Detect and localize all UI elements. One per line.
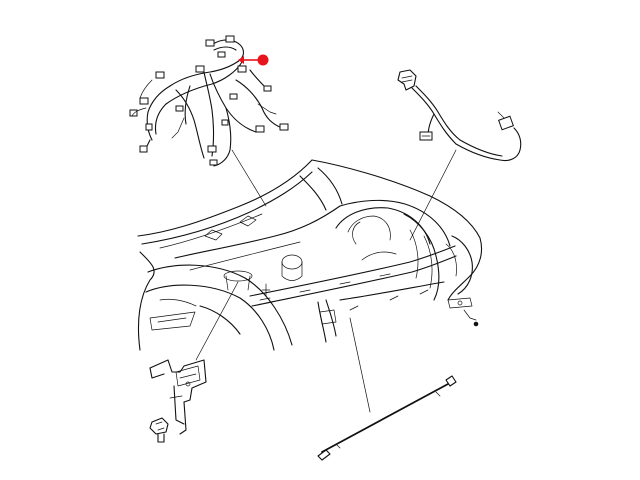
- headlamp-connector-harness: [397, 69, 522, 241]
- vehicle-front-body-structure: [137, 159, 483, 351]
- mounting-bracket: [149, 281, 239, 435]
- main-wiring-harness: [129, 35, 289, 207]
- mounting-bolt: [149, 417, 169, 443]
- ground-strap-cable: [317, 317, 457, 461]
- callout-marker: [238, 54, 269, 66]
